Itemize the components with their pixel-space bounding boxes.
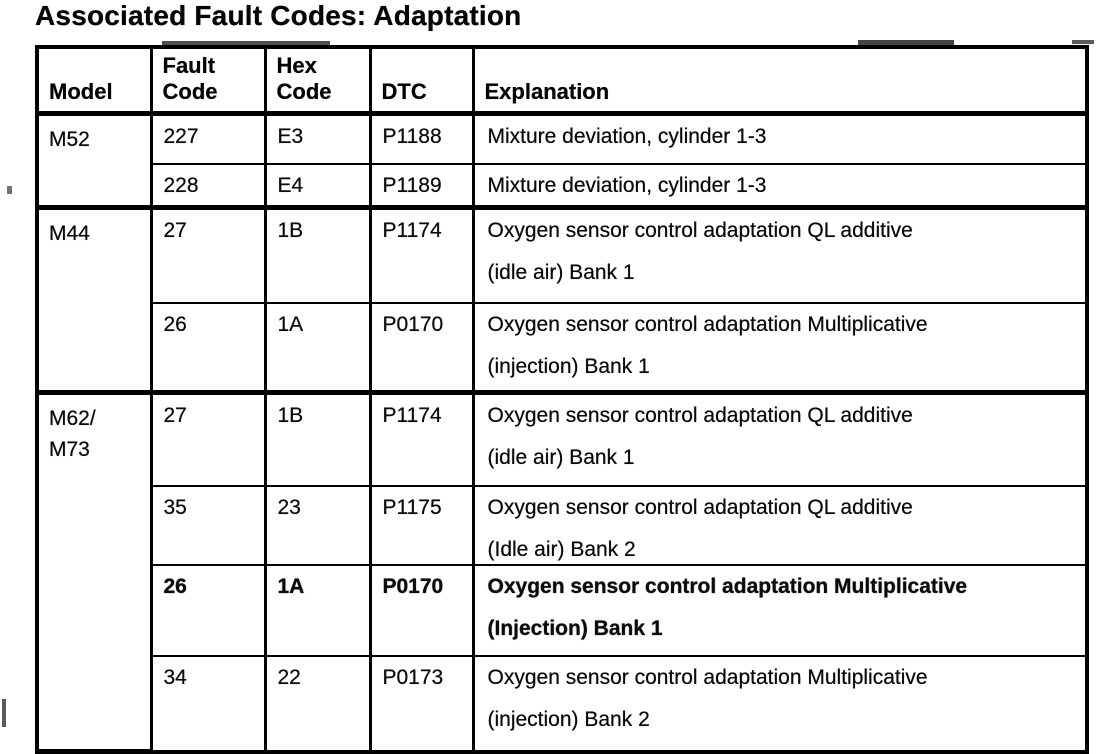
page-title: Associated Fault Codes: Adaptation — [35, 0, 522, 31]
explanation-cell: Mixture deviation, cylinder 1-3 — [471, 112, 1089, 165]
hex-code-cell: 1A — [263, 563, 372, 657]
fault-code-cell: 27 — [149, 391, 267, 487]
col-header-hex-code: Hex Code — [263, 45, 372, 116]
explanation-line: (idle air) Bank 1 — [487, 261, 635, 284]
col-header-fault-code: Fault Code — [149, 45, 267, 116]
table-row: M62/ M73 27 1B P1174 Oxygen sensor contr… — [35, 391, 1089, 754]
header-label: Explanation — [484, 79, 610, 104]
fault-code-cell: 35 — [149, 484, 267, 566]
model-cell-m62-m73: M62/ M73 — [35, 391, 153, 754]
dtc-cell: P1188 — [368, 112, 475, 165]
explanation-cell: Oxygen sensor control adaptation QL addi… — [471, 391, 1089, 487]
hex-code-cell: 1A — [263, 301, 372, 395]
dtc-cell: P1174 — [368, 391, 475, 487]
model-label: M44 — [49, 222, 90, 245]
model-cell-m44: M44 — [35, 206, 153, 395]
model-label: M52 — [49, 128, 90, 151]
dtc-cell: P0170 — [368, 301, 475, 395]
header-label: Code — [276, 79, 332, 104]
explanation-line: Oxygen sensor control adaptation Multipl… — [487, 665, 928, 689]
scanned-manual-page: Associated Fault Codes: Adaptation Model… — [2, 0, 1094, 754]
fault-code-cell: 34 — [149, 654, 267, 753]
dtc-cell: P1175 — [368, 484, 475, 566]
explanation-line: Oxygen sensor control adaptation Multipl… — [487, 312, 928, 336]
col-header-dtc: DTC — [368, 45, 475, 116]
model-cell-m52: M52 — [35, 112, 153, 210]
model-label: M73 — [49, 438, 90, 461]
fault-codes-table: Model Fault Code Hex Code DTC Explanatio… — [35, 45, 1089, 754]
explanation-line: (idle air) Bank 1 — [487, 446, 635, 469]
explanation-line: Mixture deviation, cylinder 1-3 — [487, 173, 767, 197]
model-label: M62/ — [49, 407, 96, 430]
col-header-model: Model — [35, 45, 153, 116]
explanation-line: Oxygen sensor control adaptation Multipl… — [487, 574, 968, 598]
fault-code-cell: 26 — [149, 563, 267, 657]
header-row: Model Fault Code Hex Code DTC Explanatio… — [35, 45, 1089, 116]
fault-code-cell: 27 — [149, 206, 267, 304]
explanation-line: Oxygen sensor control adaptation QL addi… — [487, 495, 913, 519]
hex-code-cell: E4 — [263, 162, 372, 210]
explanation-cell: Oxygen sensor control adaptation QL addi… — [471, 206, 1089, 304]
hex-code-cell: 1B — [263, 206, 372, 304]
explanation-line: (Idle air) Bank 2 — [487, 537, 636, 561]
fault-code-cell: 26 — [149, 301, 267, 395]
header-label: Fault — [162, 53, 216, 78]
hex-code-cell: 1B — [263, 391, 372, 487]
table-row: 228 E4 P1189 Mixture deviation, cylinder… — [37, 162, 1089, 210]
col-header-explanation: Explanation — [471, 45, 1089, 116]
scan-artifact — [7, 186, 12, 194]
header-label: Model — [49, 79, 113, 104]
explanation-line: Mixture deviation, cylinder 1-3 — [487, 125, 767, 148]
explanation-line: (Injection) Bank 1 — [487, 616, 663, 640]
explanation-line: (injection) Bank 1 — [487, 354, 650, 378]
table-row: 34 22 P0173 Oxygen sensor control adapta… — [37, 654, 1089, 753]
dtc-cell: P0170 — [368, 563, 475, 657]
table-row: 26 1A P0170 Oxygen sensor control adapta… — [37, 563, 1089, 657]
explanation-cell: Oxygen sensor control adaptation QL addi… — [471, 484, 1089, 566]
header-label: Code — [162, 79, 218, 104]
fault-code-cell: 228 — [149, 162, 267, 210]
dtc-cell: P1174 — [368, 206, 475, 304]
dtc-cell: P0173 — [368, 654, 475, 753]
explanation-cell: Oxygen sensor control adaptation Multipl… — [471, 654, 1089, 753]
explanation-line: Oxygen sensor control adaptation QL addi… — [487, 219, 913, 242]
header-label: DTC — [381, 79, 427, 104]
explanation-line: (injection) Bank 2 — [487, 707, 650, 731]
hex-code-cell: 23 — [263, 484, 372, 566]
hex-code-cell: 22 — [263, 654, 372, 753]
scan-artifact — [2, 699, 6, 727]
fault-code-cell: 227 — [149, 112, 267, 165]
explanation-cell: Oxygen sensor control adaptation Multipl… — [471, 301, 1089, 395]
header-label: Hex — [276, 53, 317, 78]
explanation-cell: Oxygen sensor control adaptation Multipl… — [471, 563, 1089, 657]
table-row: 35 23 P1175 Oxygen sensor control adapta… — [37, 484, 1089, 566]
explanation-line: Oxygen sensor control adaptation QL addi… — [487, 404, 913, 427]
table-row: M52 227 E3 P1188 Mixture deviation, cyli… — [35, 112, 1089, 210]
hex-code-cell: E3 — [263, 112, 372, 165]
table-row: 26 1A P0170 Oxygen sensor control adapta… — [37, 301, 1089, 395]
table-row: M44 27 1B P1174 Oxygen sensor control ad… — [35, 206, 1089, 395]
explanation-cell: Mixture deviation, cylinder 1-3 — [471, 162, 1089, 210]
dtc-cell: P1189 — [368, 162, 475, 210]
scan-artifact — [1072, 40, 1094, 44]
